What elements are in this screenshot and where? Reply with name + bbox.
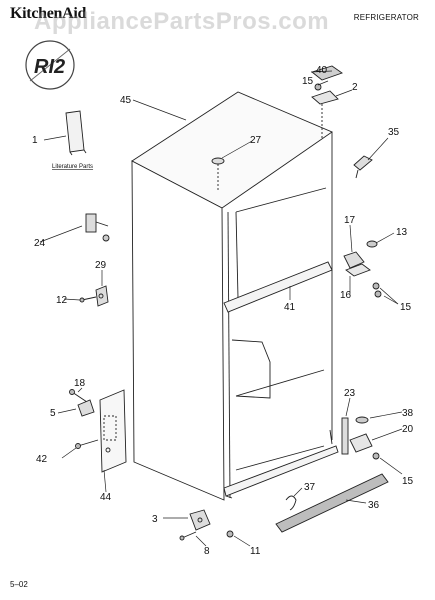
part-40-hinge-cover xyxy=(311,65,343,81)
part-17-hinge-bracket xyxy=(343,251,371,277)
part-38-washer xyxy=(355,416,369,424)
leader-lines xyxy=(39,70,403,547)
callout-23: 23 xyxy=(344,388,356,399)
part-36-strip xyxy=(275,473,389,533)
callout-20: 20 xyxy=(402,424,414,435)
callout-40: 40 xyxy=(316,65,328,76)
brand-logo: KitchenAid xyxy=(10,5,87,22)
callout-8: 8 xyxy=(204,546,210,557)
callout-3: 3 xyxy=(152,514,158,525)
part-5-clip xyxy=(77,399,95,417)
part-2-hinge xyxy=(311,90,339,138)
part-27-plug xyxy=(211,157,225,190)
callout-38: 38 xyxy=(402,408,414,419)
callouts: 1 45 27 40 15 2 35 24 29 12 17 13 16 15 … xyxy=(32,65,414,557)
callout-42: 42 xyxy=(36,454,48,465)
part-3-bracket xyxy=(189,509,211,531)
part-15-screws-mid xyxy=(372,282,382,298)
callout-35: 35 xyxy=(388,127,400,138)
part-20-hinge xyxy=(349,433,373,453)
callout-1: 1 xyxy=(32,135,38,146)
revision-code: 5–02 xyxy=(10,580,28,589)
part-11-screw xyxy=(226,530,234,538)
callout-45: 45 xyxy=(120,95,132,106)
callout-13: 13 xyxy=(396,227,408,238)
callout-15-top: 15 xyxy=(302,76,314,87)
callout-44: 44 xyxy=(100,492,112,503)
callout-18: 18 xyxy=(74,378,86,389)
literature-label: Literature Parts xyxy=(52,164,93,170)
part-23-bracket xyxy=(341,417,349,455)
part-44-panel xyxy=(99,389,127,473)
part-13-washer xyxy=(366,240,378,248)
model-badge xyxy=(25,40,75,90)
refrigerator-cabinet xyxy=(131,91,339,501)
part-12-screw xyxy=(79,296,97,303)
callout-27: 27 xyxy=(250,135,262,146)
part-24-bracket xyxy=(85,213,110,242)
model-badge-label: RI2 xyxy=(34,56,65,78)
part-15-screw-top xyxy=(314,83,322,91)
literature-booklet xyxy=(65,110,87,156)
callout-24: 24 xyxy=(34,238,46,249)
callout-37: 37 xyxy=(304,482,316,493)
callout-36: 36 xyxy=(368,500,380,511)
callout-12: 12 xyxy=(56,295,68,306)
callout-15-mid: 15 xyxy=(400,302,412,313)
callout-29: 29 xyxy=(95,260,107,271)
callout-5: 5 xyxy=(50,408,56,419)
diagram-category: REFRIGERATOR xyxy=(353,13,419,22)
callout-2: 2 xyxy=(352,82,358,93)
callout-17: 17 xyxy=(344,215,356,226)
callout-41: 41 xyxy=(284,302,296,313)
watermark: AppliancePartsPros.com xyxy=(34,8,330,35)
part-29-bracket xyxy=(95,285,109,307)
part-37-clip xyxy=(285,495,297,511)
callout-11: 11 xyxy=(250,546,261,557)
callout-15-low: 15 xyxy=(402,476,414,487)
part-8-screw xyxy=(179,531,197,541)
part-42-screw xyxy=(75,439,99,449)
part-15-screw-low xyxy=(372,452,380,460)
part-35-bracket xyxy=(353,155,373,179)
callout-16: 16 xyxy=(340,290,352,301)
